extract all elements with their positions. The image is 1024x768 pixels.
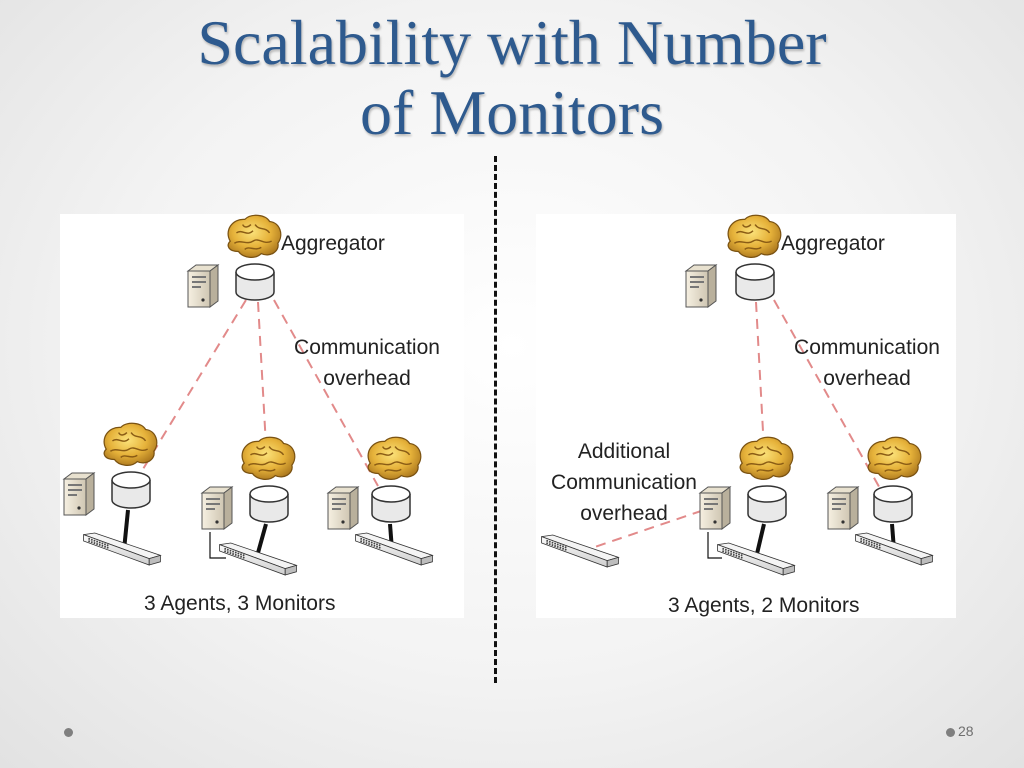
additional-line1: Additional [577, 440, 671, 463]
aggregator-node [685, 214, 782, 308]
additional-line3: overhead [580, 502, 668, 525]
database-icon [873, 485, 913, 523]
brain-icon [727, 214, 782, 259]
aggregator-label: Aggregator [281, 232, 385, 255]
aggregator-node [187, 214, 282, 308]
server-icon [685, 264, 717, 308]
brain-icon [367, 436, 422, 481]
slide-title: Scalability with Number of Monitors [0, 8, 1024, 148]
server-icon [201, 486, 233, 530]
brain-icon [739, 436, 794, 481]
page-number: 28 [958, 723, 974, 739]
brain-icon [867, 436, 922, 481]
communication-overhead-line1: Communication [294, 336, 440, 359]
aggregator-label: Aggregator [781, 232, 885, 255]
slide-title-line2: of Monitors [360, 77, 664, 148]
database-icon [747, 485, 787, 523]
vertical-divider [494, 156, 497, 683]
network-switch-icon [354, 531, 434, 567]
additional-line2: Communication [551, 471, 697, 494]
agent-node-1 [63, 422, 162, 567]
network-switch-icon [716, 541, 796, 577]
agent-node-3 [327, 436, 434, 567]
brain-icon [227, 214, 282, 259]
communication-overhead-label: Communication overhead [782, 332, 952, 394]
agent-switch-unmonitored [540, 533, 620, 569]
database-icon [235, 263, 275, 301]
communication-links [139, 299, 379, 487]
right-diagram-graphic [540, 214, 934, 577]
left-diagram-panel: Aggregator Communication overhead 3 Agen… [60, 214, 464, 618]
communication-overhead-label: Communication overhead [282, 332, 452, 394]
communication-links [579, 299, 883, 553]
footer-dot-right [946, 728, 955, 737]
communication-overhead-line2: overhead [323, 367, 411, 390]
database-icon [111, 471, 151, 509]
server-icon [63, 472, 95, 516]
agent-node-3 [827, 436, 934, 567]
server-icon [827, 486, 859, 530]
database-icon [249, 485, 289, 523]
server-icon [327, 486, 359, 530]
network-switch-icon [82, 531, 162, 567]
left-diagram-graphic [63, 214, 434, 577]
agent-node-2 [201, 436, 298, 577]
right-diagram-panel: Aggregator Communication overhead Additi… [536, 214, 956, 618]
agent-node-2 [699, 436, 796, 577]
database-icon [735, 263, 775, 301]
slide-title-line1: Scalability with Number [197, 7, 827, 78]
additional-communication-overhead-label: Additional Communication overhead [536, 436, 712, 529]
network-switch-icon [540, 533, 620, 569]
communication-overhead-line2: overhead [823, 367, 911, 390]
footer-dot-left [64, 728, 73, 737]
diagram-caption: 3 Agents, 3 Monitors [144, 592, 336, 615]
diagram-caption: 3 Agents, 2 Monitors [668, 594, 860, 617]
database-icon [371, 485, 411, 523]
communication-overhead-line1: Communication [794, 336, 940, 359]
brain-icon [103, 422, 158, 467]
server-icon [187, 264, 219, 308]
brain-icon [241, 436, 296, 481]
